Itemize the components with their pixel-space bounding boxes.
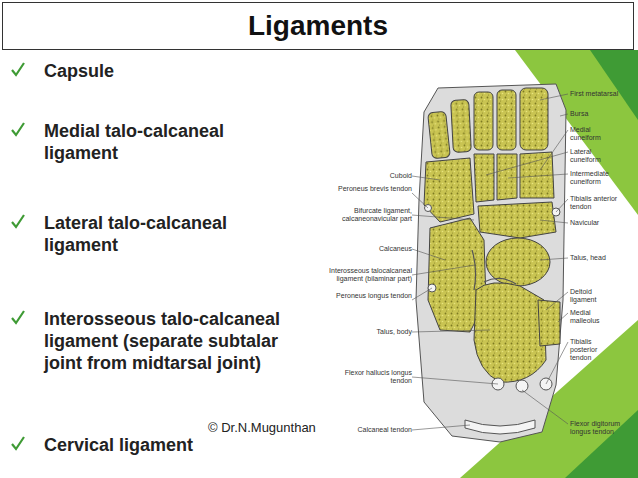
part-label: Tibialis posterior tendon xyxy=(570,338,620,362)
slide-title: Ligaments xyxy=(248,10,388,42)
bullet-item: Medial talo-calcaneal ligament xyxy=(44,120,264,164)
part-label: Medial malleolus xyxy=(570,309,620,325)
bullet-item: Lateral talo-calcaneal ligament xyxy=(44,212,264,256)
bullet-item: Capsule xyxy=(44,60,304,82)
part-label: Bursa xyxy=(570,110,620,118)
title-box: Ligaments xyxy=(2,2,634,50)
part-label: Peroneus longus tendon xyxy=(332,292,412,300)
foot-illustration xyxy=(416,84,566,442)
part-label: Peroneus brevis tendon xyxy=(332,185,412,193)
part-label: Intermediate cuneiform xyxy=(570,170,630,186)
tendons xyxy=(425,205,561,435)
part-label: Lateral cuneiform xyxy=(570,148,620,164)
green-deco xyxy=(515,50,638,215)
part-label: Navicular xyxy=(570,219,630,227)
soft-tissue xyxy=(416,84,566,442)
bullet-item: Cervical ligament xyxy=(44,434,304,456)
leader-lines xyxy=(412,94,568,430)
green-deco xyxy=(590,50,638,120)
joint-lines xyxy=(472,250,516,290)
part-label: Talus, body xyxy=(332,328,412,336)
tarsal-bones xyxy=(424,152,560,382)
part-label: Calcaneus xyxy=(332,245,412,253)
green-deco xyxy=(565,410,638,478)
metatarsals xyxy=(428,88,548,159)
copyright-note: © Dr.N.Mugunthan xyxy=(208,420,368,435)
part-label: Calcaneal tendon xyxy=(332,426,412,434)
part-label: Flexor hallucis longus tendon xyxy=(332,369,412,385)
bullet-item: Interosseous talo-calcaneal ligament (se… xyxy=(44,308,319,374)
check-marks xyxy=(12,63,24,449)
part-label: Tibialis anterior tendon xyxy=(570,195,620,211)
part-label: First metatarsal xyxy=(570,90,620,98)
part-label: Talus, head xyxy=(570,254,630,262)
part-label: Medial cuneiform xyxy=(570,126,620,142)
part-label: Interosseous talocalcaneal ligament (bil… xyxy=(312,267,412,283)
part-label: Cuboid xyxy=(332,172,412,180)
part-label: Deltoid ligament xyxy=(570,288,620,304)
part-label: Flexor digitorum longus tendon xyxy=(570,420,625,436)
part-label: Bifurcate ligament, calcaneonavicular pa… xyxy=(312,207,412,223)
